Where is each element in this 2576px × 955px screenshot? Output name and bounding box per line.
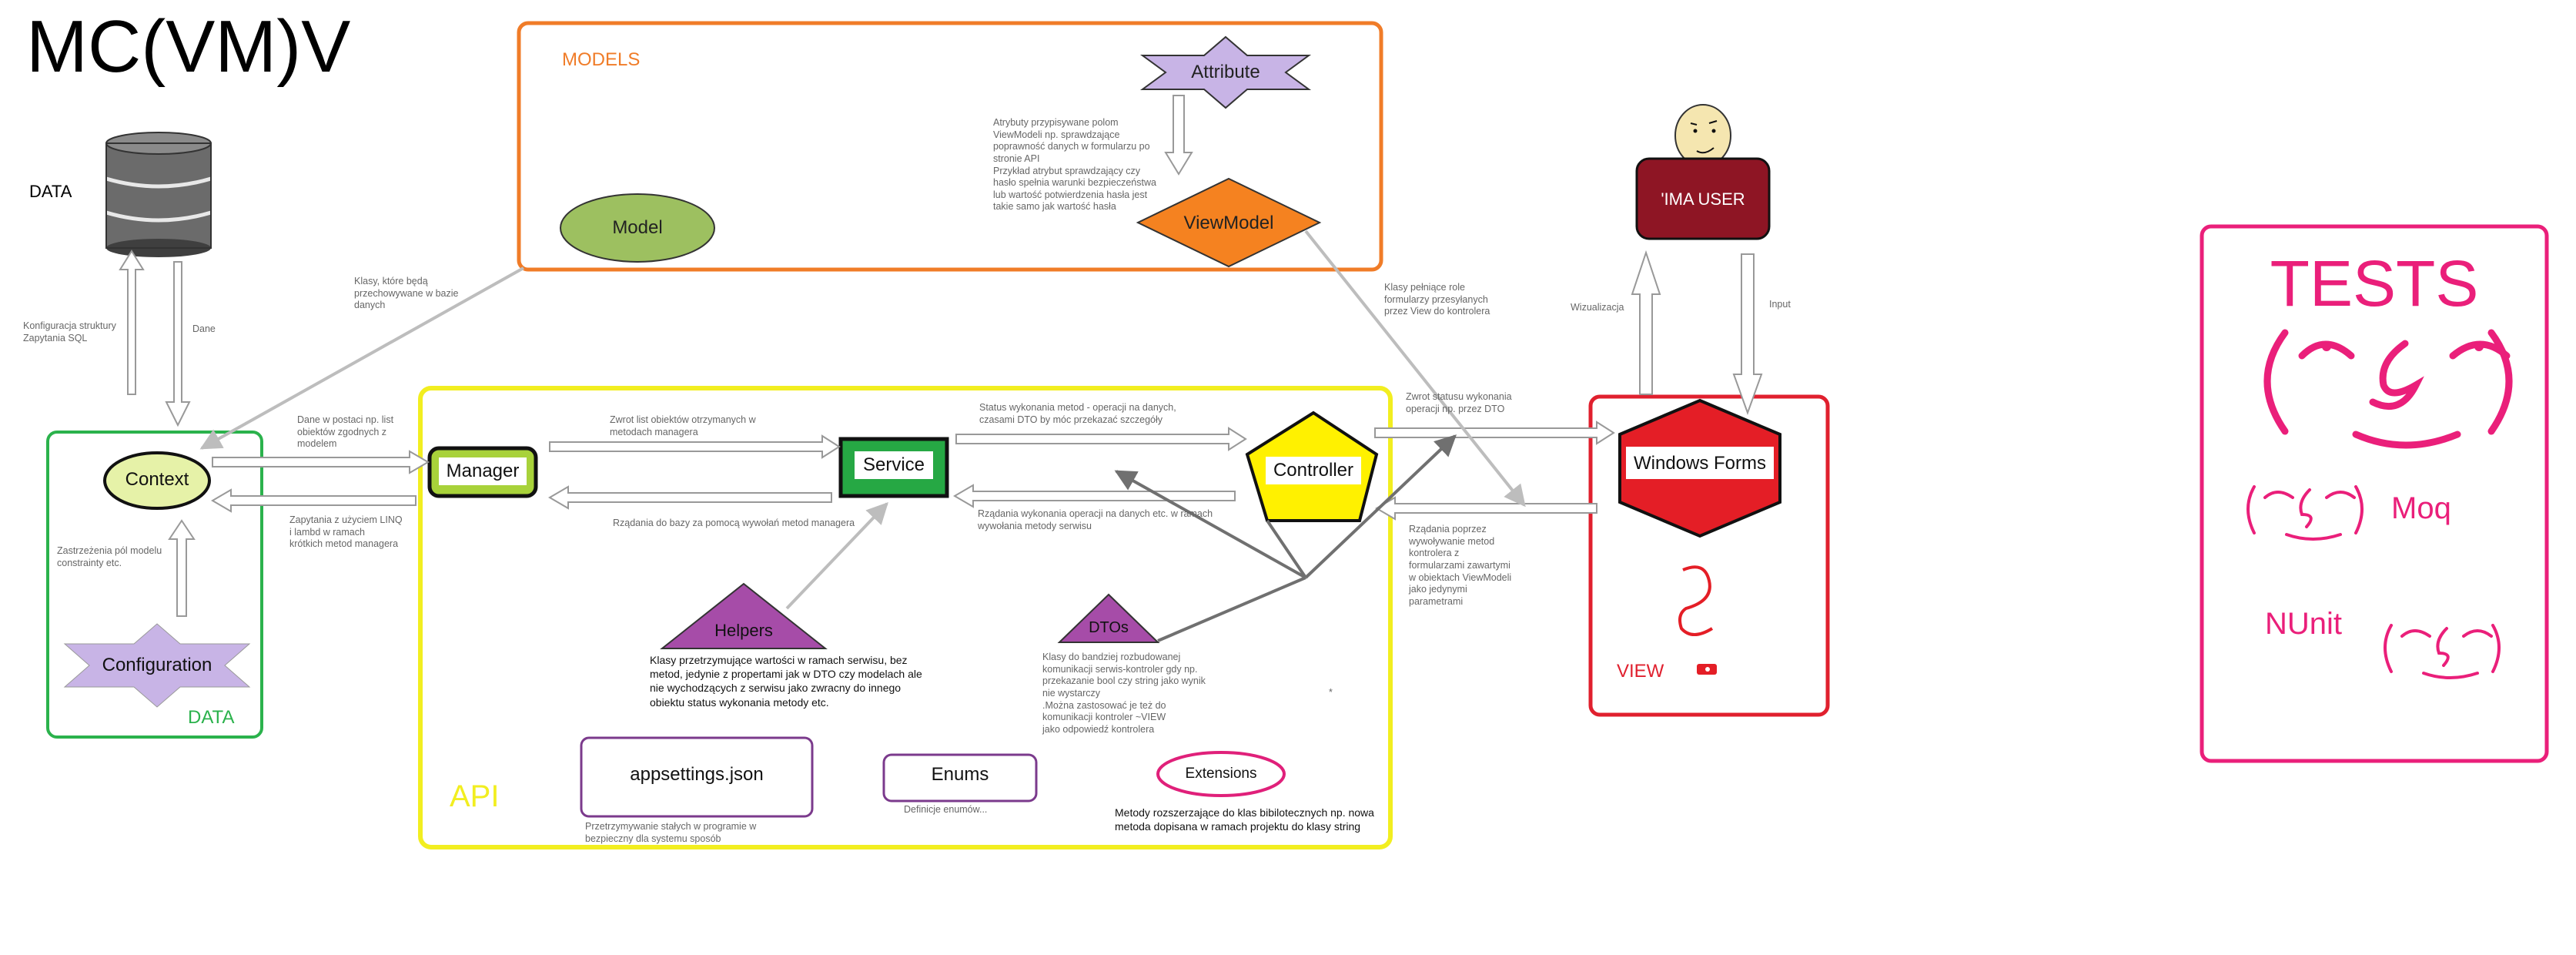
note-zapytania: Zapytania z użyciem LINQ i lambd w ramac… <box>289 514 403 550</box>
service-label: Service <box>862 454 925 475</box>
user-node[interactable] <box>1635 157 1771 240</box>
models-container <box>517 21 1383 272</box>
extensions-node[interactable] <box>1156 751 1286 797</box>
tests-nunit-lenny-icon <box>2384 624 2501 679</box>
viewmodel-label: ViewModel <box>1183 213 1274 233</box>
note-helpers: Klasy przetrzymujące wartości w ramach s… <box>650 654 922 709</box>
data-container <box>46 431 263 739</box>
context-node[interactable] <box>103 451 211 510</box>
note-extensions: Metody rozszerzające do klas bibiloteczn… <box>1115 806 1374 833</box>
view-container <box>1588 394 1830 717</box>
configuration-node[interactable] <box>63 623 251 708</box>
note-zadania-view: Rządania poprzez wywoływanie metod kontr… <box>1409 524 1512 607</box>
note-appsettings: Przetrzymywanie stałych w programie w be… <box>585 821 757 844</box>
user-face-icon <box>1674 104 1731 167</box>
note-dane-postaci: Dane w postaci np. list obiektów zgodnyc… <box>297 414 394 450</box>
note-model: Klasy, które będą przechowywane w bazie … <box>354 276 459 311</box>
dtos-to-controller-line <box>1266 519 1307 579</box>
note-config-sql: Konfiguracja struktury Zapytania SQL <box>23 320 116 343</box>
tests-title: TESTS <box>2270 247 2479 320</box>
attribute-to-viewmodel-arrow <box>1164 95 1193 176</box>
enums-node[interactable] <box>882 753 1038 803</box>
tests-container <box>2200 224 2549 763</box>
helpers-to-service-arrow <box>785 501 888 610</box>
note-attribute: Atrybuty przypisywane polom ViewModeli n… <box>993 117 1156 213</box>
note-context-restrictions: Zastrzeżenia pól modelu constrainty etc. <box>57 545 162 568</box>
controller-label: Controller <box>1273 460 1354 481</box>
view-label: VIEW <box>1617 661 1664 682</box>
appsettings-label: appsettings.json <box>630 764 764 785</box>
models-label: MODELS <box>562 49 641 70</box>
viewmodel-to-view-arrow <box>1304 230 1526 508</box>
model-to-context-arrow <box>199 266 524 450</box>
data-container-label: DATA <box>188 707 235 728</box>
manager-label-box <box>439 457 527 485</box>
controller-label-box <box>1266 457 1361 484</box>
user-to-view-arrow <box>1732 253 1763 415</box>
note-dtos: Klasy do bandziej rozbudowanej komunikac… <box>1042 652 1206 735</box>
appsettings-node[interactable] <box>580 736 814 818</box>
note-input: Input <box>1769 299 1791 310</box>
configuration-label: Configuration <box>102 655 212 675</box>
data-top-label: DATA <box>29 182 72 201</box>
note-zadania-operacji: Rządania wykonania operacji na danych et… <box>978 508 1213 531</box>
dtos-to-service-arrow <box>1114 470 1306 579</box>
service-to-manager-arrow <box>548 485 832 510</box>
note-dot: * <box>1329 687 1333 698</box>
tests-nunit-label: NUnit <box>2265 607 2343 641</box>
attribute-node[interactable] <box>1139 35 1312 109</box>
user-label: 'IMA USER <box>1661 189 1745 209</box>
manager-label: Manager <box>446 461 520 481</box>
service-label-box <box>855 451 933 479</box>
db-context-arrows <box>119 250 191 427</box>
extensions-label: Extensions <box>1185 766 1257 782</box>
dtos-lines <box>1157 576 1306 642</box>
manager-to-context-arrow <box>211 488 417 513</box>
viewmodel-node[interactable] <box>1136 177 1322 268</box>
helpers-node[interactable] <box>660 582 828 649</box>
config-to-context-arrow <box>168 519 196 617</box>
enums-label: Enums <box>931 764 989 785</box>
service-to-controller-arrow <box>955 427 1247 451</box>
dtos-to-view-arrow <box>1304 434 1457 579</box>
view-to-user-arrow <box>1631 250 1661 395</box>
context-label: Context <box>125 469 189 490</box>
note-status: Status wykonania metod - operacji na dan… <box>979 402 1176 425</box>
api-container <box>418 386 1393 849</box>
database-icon <box>105 132 212 257</box>
controller-to-service-arrow <box>953 484 1236 508</box>
note-zadania-bazy: Rządania do bazy za pomocą wywołań metod… <box>613 518 855 528</box>
note-zwrot-statusu: Zwrot statusu wykonania operacji np. prz… <box>1406 391 1512 414</box>
dtos-node[interactable] <box>1057 593 1160 643</box>
manager-to-service-arrow <box>549 434 841 459</box>
context-to-manager-arrow <box>212 450 430 474</box>
helpers-label: Helpers <box>714 621 773 640</box>
attribute-label: Attribute <box>1191 62 1260 82</box>
model-node[interactable] <box>560 193 715 263</box>
model-label: Model <box>612 217 663 238</box>
controller-to-view-arrow <box>1374 421 1615 445</box>
note-wizualizacja: Wizualizacja <box>1571 302 1624 313</box>
note-dane: Dane <box>192 323 216 334</box>
view-scribble-icon <box>1678 565 1714 636</box>
tests-big-lenny-icon <box>2263 329 2513 449</box>
note-viewmodel: Klasy pełniące role formularzy przesyłan… <box>1384 282 1490 317</box>
note-enums: Definicje enumów... <box>904 804 988 815</box>
dtos-label: DTOs <box>1089 619 1129 636</box>
tests-moq-label: Moq <box>2391 491 2451 525</box>
note-zwrot-list: Zwrot list obiektów otrzymanych w metoda… <box>610 414 756 437</box>
windows-forms-label: Windows Forms <box>1633 453 1767 474</box>
windows-forms-label-box <box>1626 447 1774 479</box>
tests-moq-lenny-icon <box>2246 485 2364 541</box>
api-label: API <box>450 779 500 813</box>
page-title: MC(VM)V <box>26 5 351 88</box>
view-to-controller-arrow <box>1375 496 1597 521</box>
